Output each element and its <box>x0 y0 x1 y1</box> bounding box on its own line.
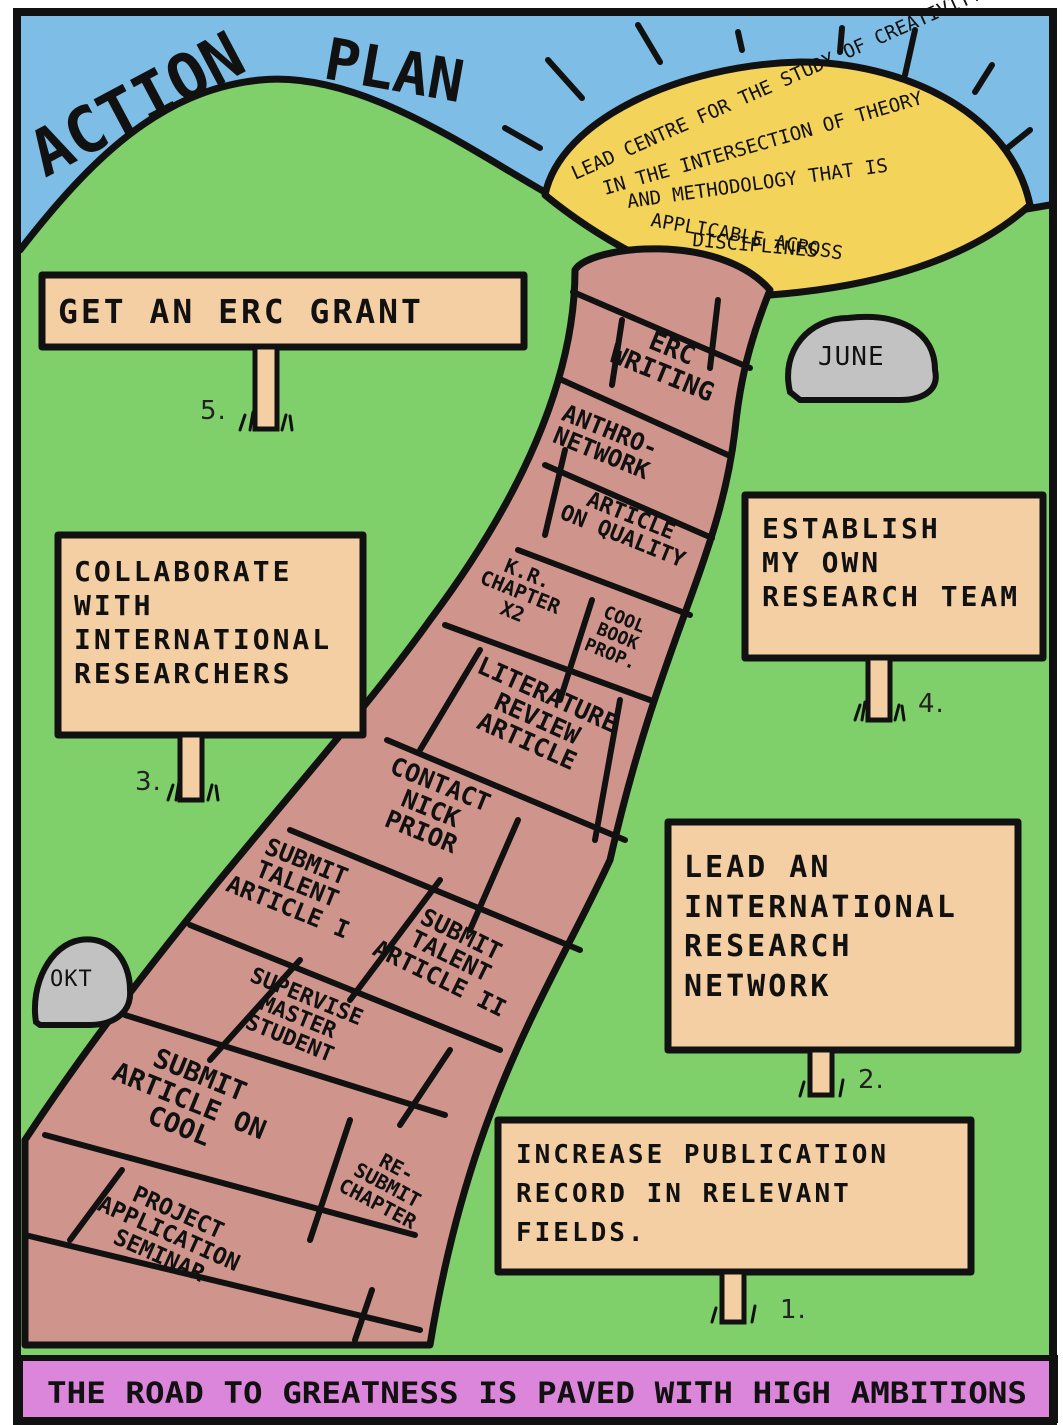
rock-okt-label: OKT <box>50 968 93 992</box>
sign-erc-grant-number: 5. <box>200 397 227 425</box>
sign-research-team-number: 4. <box>918 690 945 718</box>
rock-june-label: JUNE <box>818 343 885 371</box>
sign-collaborate: COLLABORATE WITH INTERNATIONAL RESEARCHE… <box>74 555 332 692</box>
sign-publication-record-number: 1. <box>780 1296 807 1324</box>
sign-research-team: ESTABLISH MY OWN RESEARCH TEAM <box>762 512 1020 614</box>
sign-collaborate-number: 3. <box>135 768 162 796</box>
sign-research-network-number: 2. <box>858 1066 885 1094</box>
footer-text: THE ROAD TO GREATNESS IS PAVED WITH HIGH… <box>47 1376 1027 1410</box>
sign-research-network: LEAD AN INTERNATIONAL RESEARCH NETWORK <box>684 848 958 1006</box>
sign-erc-grant: GET AN ERC GRANT <box>58 292 424 332</box>
sign-publication-record: INCREASE PUBLICATION RECORD IN RELEVANT … <box>516 1136 889 1253</box>
